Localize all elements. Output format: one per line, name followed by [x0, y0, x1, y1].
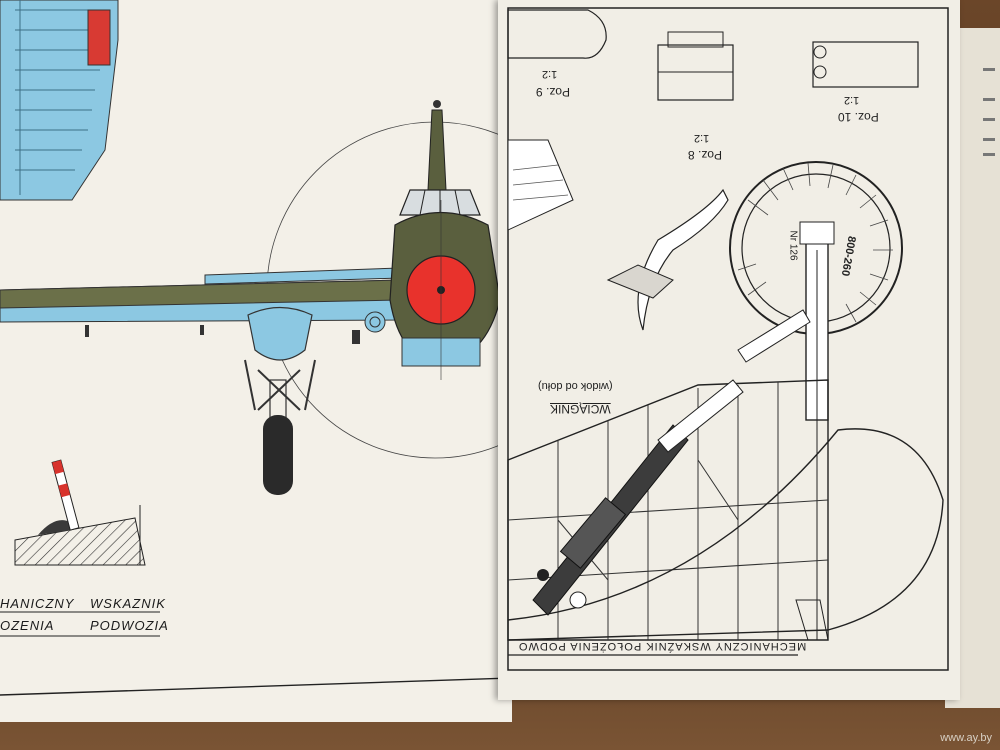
label-wciagnik: WCIĄGNIK	[550, 402, 611, 416]
actuator-assembly	[532, 379, 744, 616]
label-poz8: Poz. 8	[688, 148, 723, 162]
wheel-label-number: Nr 126	[787, 230, 799, 261]
right-drawing-sheet: Poz. 9 1:2 Poz. 8 1:2 Poz. 10 1:2 Nr 126…	[498, 0, 960, 700]
label-poz10: Poz. 10	[838, 110, 879, 124]
label-mechanical-indicator-2b: PODWOZIA	[90, 618, 169, 633]
nose-outline	[507, 428, 944, 641]
label-mechanical-indicator-1b: WSKAZNIK	[90, 596, 166, 611]
wheel-lattice	[737, 162, 893, 323]
label-widok-od-dolu: (widok od dołu)	[538, 380, 613, 392]
indicator-pin	[51, 459, 80, 531]
wing-panel-lines	[15, 0, 100, 195]
label-poz8-scale: 1:2	[694, 132, 710, 144]
label-poz9: Poz. 9	[536, 85, 571, 99]
wing-red-marking	[87, 9, 111, 66]
left-drawing-sheet: HANICZNY WSKAZNIK OZENIA PODWOZIA	[0, 0, 604, 722]
hatched-panel	[14, 517, 146, 566]
label-mechanical-indicator-2a: OZENIA	[0, 618, 55, 633]
watermark: www.ay.by	[940, 732, 992, 744]
truss-members	[507, 382, 829, 640]
landing-gear-wheel	[263, 415, 293, 495]
landing-gear-fairing	[247, 306, 313, 361]
label-poz10-scale: 1:2	[844, 94, 860, 106]
label-poz9-scale: 1:2	[542, 68, 558, 80]
label-bottom-caption: MECHANICZNY WSKAŹNIK POŁOŻENIA PODWO	[518, 640, 807, 652]
aircraft-front-view-drawing	[0, 0, 604, 696]
label-mechanical-indicator-1a: HANICZNY	[0, 596, 75, 611]
landing-gear-mechanism-drawing	[507, 7, 949, 671]
truss-frame	[507, 379, 829, 641]
